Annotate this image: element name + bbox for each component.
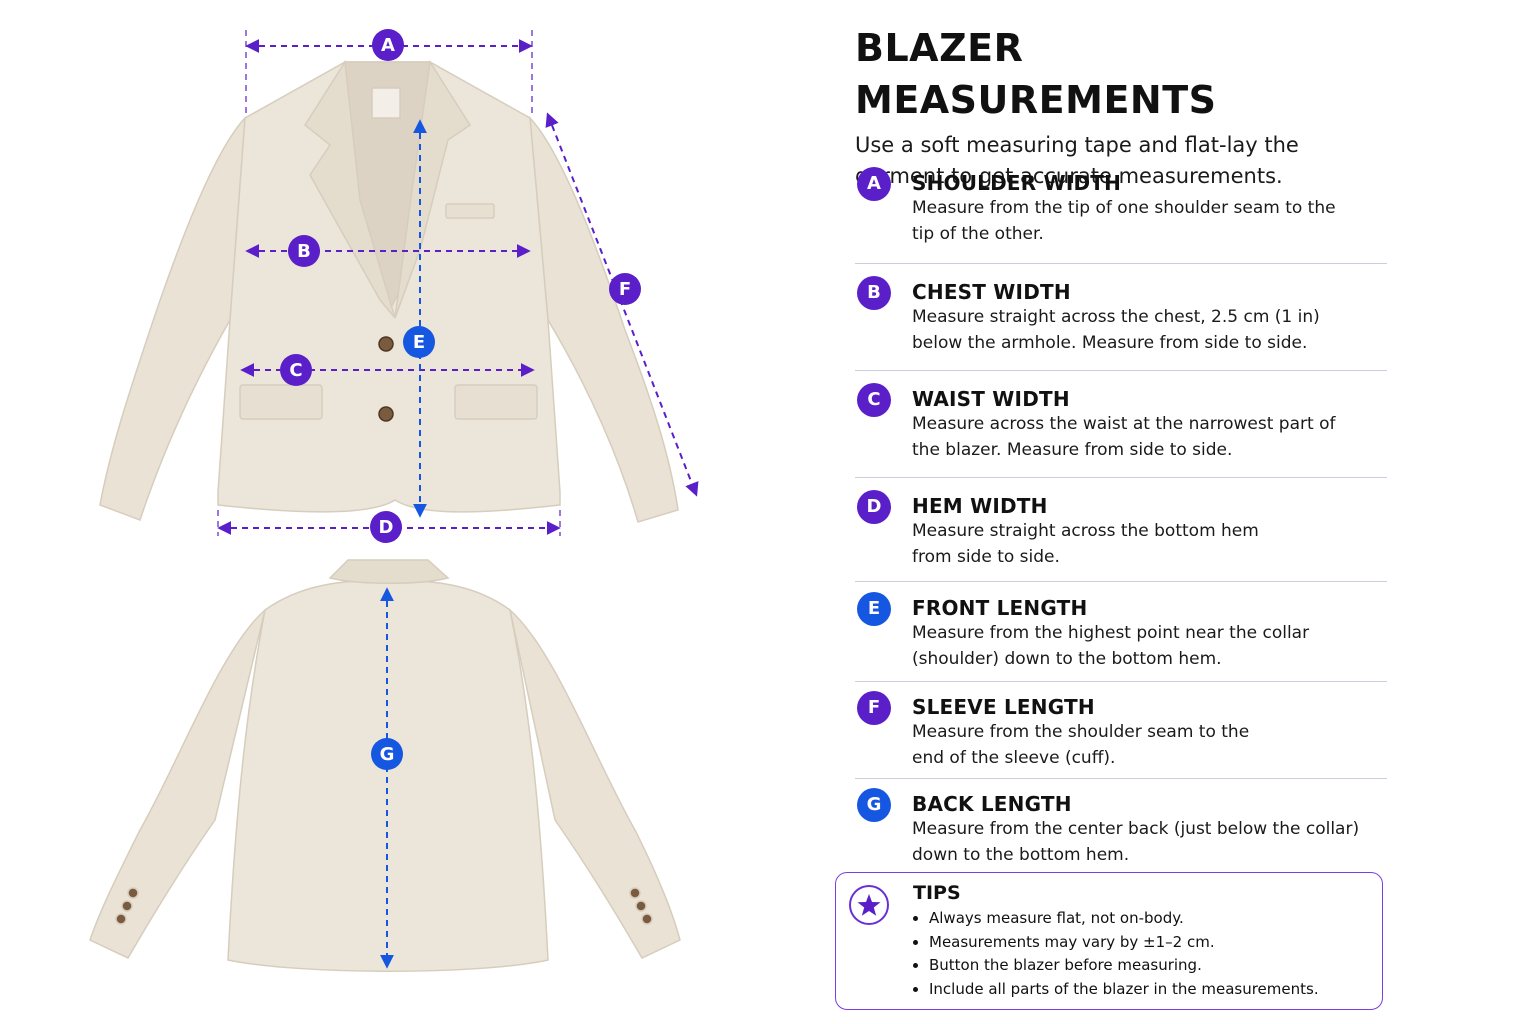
star-icon [849, 885, 889, 925]
diagram-badge-a: A [372, 29, 404, 61]
badge-f: F [857, 691, 891, 725]
badge-d: D [857, 490, 891, 524]
svg-text:G: G [380, 744, 395, 765]
measurement-item-c: C WAIST WIDTH Measure across the waist a… [855, 371, 1387, 478]
badge-a: A [857, 167, 891, 201]
badge-c: C [857, 383, 891, 417]
item-desc: Measure across the waist at the narrowes… [912, 414, 1336, 460]
measurement-item-b: B CHEST WIDTH Measure straight across th… [855, 264, 1387, 371]
tips-box: TIPS Always measure flat, not on-body. M… [835, 872, 1383, 1010]
front-blazer [99, 59, 679, 523]
item-title: SLEEVE LENGTH [912, 695, 1095, 719]
measurement-item-a: A SHOULDER WIDTH Measure from the tip of… [855, 167, 1387, 264]
item-desc: Measure from the tip of one shoulder sea… [912, 198, 1336, 244]
diagram-badge-c: C [280, 354, 312, 386]
item-desc: Measure from the highest point near the … [912, 623, 1310, 669]
item-title: HEM WIDTH [912, 494, 1048, 518]
tip-item: Measurements may vary by ±1–2 cm. [929, 931, 1319, 955]
item-title: SHOULDER WIDTH [912, 171, 1122, 195]
diagram-badge-g: G [371, 738, 403, 770]
svg-text:D: D [379, 517, 394, 538]
svg-text:B: B [297, 241, 311, 262]
diagram-badge-f: F [609, 273, 641, 305]
tip-item: Always measure flat, not on-body. [929, 907, 1319, 931]
badge-e: E [857, 592, 891, 626]
item-title: WAIST WIDTH [912, 387, 1070, 411]
page-subtitle: Use a soft measuring tape and flat-lay t… [855, 133, 1299, 188]
measurement-list: A SHOULDER WIDTH Measure from the tip of… [855, 167, 1387, 875]
svg-text:E: E [413, 332, 425, 353]
item-title: CHEST WIDTH [912, 280, 1071, 304]
blazer-diagram: A B C D E F G [89, 29, 699, 972]
item-desc: Measure straight across the chest, 2.5 c… [912, 307, 1320, 353]
item-desc: Measure straight across the bottom hem f… [912, 521, 1259, 567]
measurement-item-e: E FRONT LENGTH Measure from the highest … [855, 582, 1387, 682]
tips-list: Always measure flat, not on-body. Measur… [913, 907, 1319, 1001]
measurement-item-d: D HEM WIDTH Measure straight across the … [855, 478, 1387, 582]
measurement-item-f: F SLEEVE LENGTH Measure from the shoulde… [855, 682, 1387, 779]
badge-b: B [857, 276, 891, 310]
tip-item: Button the blazer before measuring. [929, 954, 1319, 978]
svg-text:A: A [381, 35, 395, 56]
diagram-badge-e: E [403, 326, 435, 358]
badge-g: G [857, 788, 891, 822]
diagram-badge-d: D [370, 511, 402, 543]
item-desc: Measure from the shoulder seam to the en… [912, 722, 1250, 768]
svg-text:C: C [289, 360, 302, 381]
item-desc: Measure from the center back (just below… [912, 819, 1360, 865]
svg-text:F: F [619, 279, 631, 300]
tips-title: TIPS [913, 882, 961, 904]
diagram-badge-b: B [288, 235, 320, 267]
item-title: BACK LENGTH [912, 792, 1072, 816]
measurement-panel: BLAZER MEASUREMENTS Use a soft measuring… [835, 22, 1395, 1010]
tip-item: Include all parts of the blazer in the m… [929, 978, 1319, 1002]
page-title: BLAZER MEASUREMENTS [855, 26, 1217, 122]
measurement-item-g: G BACK LENGTH Measure from the center ba… [855, 779, 1387, 875]
item-title: FRONT LENGTH [912, 596, 1088, 620]
